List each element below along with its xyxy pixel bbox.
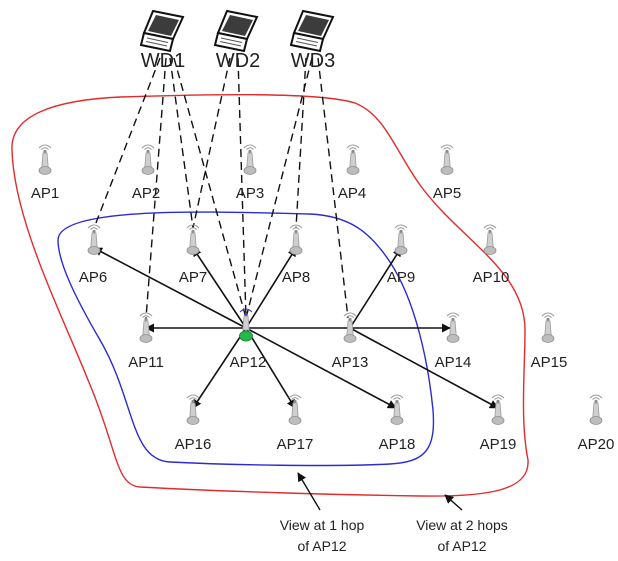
dashed-link-wd3-ap12	[245, 57, 313, 319]
ap3-label: AP3	[236, 185, 264, 202]
ap6-access-point-icon	[87, 224, 101, 255]
ap19-label: AP19	[480, 436, 517, 453]
ap15-label: AP15	[531, 354, 568, 371]
ap1-label: AP1	[31, 185, 59, 202]
wd3-laptop-icon	[290, 10, 334, 52]
ap8-access-point-icon	[289, 224, 303, 255]
ap20-access-point-icon	[589, 394, 603, 425]
ap17-access-point-icon	[288, 394, 302, 425]
pointer-two-hop	[444, 494, 463, 511]
wd2-laptop-icon	[214, 10, 258, 52]
dashed-link-wd3-ap8	[295, 57, 307, 229]
ap5-label: AP5	[433, 185, 461, 202]
caption-arrows	[297, 472, 463, 511]
link-ap12-ap8	[245, 247, 297, 329]
ap10-label: AP10	[473, 269, 510, 286]
ap17-label: AP17	[277, 436, 314, 453]
ap18-access-point-icon	[390, 394, 404, 425]
link-ap12-ap16	[192, 327, 247, 409]
ap11-label: AP11	[128, 354, 164, 371]
ap7-access-point-icon	[186, 224, 200, 255]
ap3-access-point-icon	[243, 144, 257, 175]
ap16-access-point-icon	[186, 394, 200, 425]
ap10-access-point-icon	[483, 224, 497, 255]
link-ap12-ap6	[93, 247, 247, 329]
ap4-access-point-icon	[346, 144, 360, 175]
one-hop-caption-line2: of AP12	[297, 538, 346, 554]
two-hop-region	[11, 93, 529, 497]
ap9-label: AP9	[387, 269, 415, 286]
wd2-label: WD2	[216, 50, 260, 72]
ap7-label: AP7	[179, 269, 207, 286]
dashed-link-wd2-ap7	[192, 57, 231, 229]
link-ap12-ap18	[245, 327, 397, 409]
ap14-label: AP14	[435, 354, 472, 371]
ap16-label: AP16	[175, 436, 212, 453]
ap4-label: AP4	[338, 185, 366, 202]
ap20-label: AP20	[578, 436, 615, 453]
link-ap12-ap7	[192, 247, 247, 329]
wd1-label: WD1	[141, 50, 185, 72]
ap2-label: AP2	[132, 185, 160, 202]
link-ap13-ap9	[349, 247, 402, 329]
ap6-label: AP6	[79, 269, 107, 286]
dashed-link-wd1-ap7	[169, 57, 194, 229]
ap5-access-point-icon	[440, 144, 454, 175]
link-ap12-ap17	[245, 327, 296, 409]
one-hop-caption-line1: View at 1 hop	[280, 517, 365, 533]
ap8-label: AP8	[282, 269, 310, 286]
dashed-link-wd1-ap11	[145, 57, 167, 319]
pointer-one-hop	[297, 472, 321, 511]
dashed-link-wd2-ap12	[237, 57, 247, 319]
dashed-link-wd1-ap12	[173, 57, 247, 319]
ap12-access-point-icon	[239, 308, 253, 342]
link-ap13-ap19	[349, 327, 499, 409]
ap2-access-point-icon	[141, 144, 155, 175]
solid-links	[93, 247, 499, 409]
ap19-access-point-icon	[491, 394, 505, 425]
ap12-label: AP12	[230, 354, 267, 371]
dashed-links	[93, 57, 349, 319]
ap1-access-point-icon	[38, 144, 52, 175]
ap18-label: AP18	[379, 436, 416, 453]
ap15-access-point-icon	[541, 312, 555, 343]
ap9-access-point-icon	[394, 224, 408, 255]
ap13-label: AP13	[332, 354, 369, 371]
two-hop-caption-line1: View at 2 hops	[416, 517, 508, 533]
two-hop-caption-line2: of AP12	[437, 538, 486, 554]
wd1-laptop-icon	[140, 10, 184, 52]
one-hop-region	[57, 211, 435, 467]
dashed-link-wd3-ap13	[317, 57, 349, 319]
wd3-label: WD3	[291, 50, 335, 72]
dashed-link-wd1-ap6	[93, 57, 161, 229]
